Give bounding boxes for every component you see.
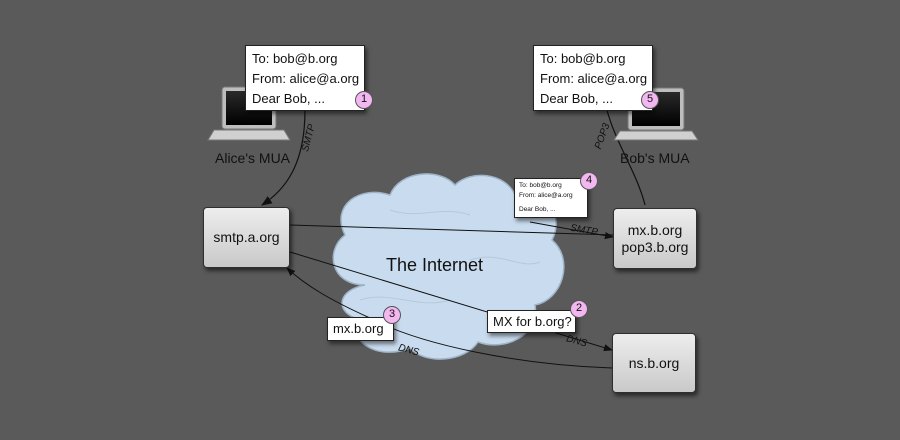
ns-server-label: ns.b.org [628,354,680,371]
email-note-bob: To: bob@b.org From: alice@a.org Dear Bob… [533,45,653,111]
email-to: To: bob@b.org [540,51,626,66]
email-from: From: alice@a.org [540,71,648,86]
email-from: From: alice@a.org [519,192,573,199]
step-badge-4: 4 [580,172,598,190]
smtp-relay-arrow [529,221,614,240]
mx-pop3-server[interactable]: mx.b.org pop3.b.org [613,208,697,269]
alice-mua-label: Alice's MUA [215,150,291,166]
email-to: To: bob@b.org [252,51,338,66]
smtp-upload-arrow [261,109,306,206]
email-body: Dear Bob, ... [252,91,325,106]
step-badge-3: 3 [383,306,401,324]
email-to: To: bob@b.org [519,182,562,189]
step-badge-1: 1 [355,91,373,109]
smtp-relay-line [289,224,616,236]
email-note-transit: To: bob@b.org From: alice@a.org Dear Bob… [514,178,588,218]
step-badge-5: 5 [641,91,659,109]
email-body: Dear Bob, ... [540,91,613,106]
step-badge-2: 2 [570,300,588,318]
dns-query-line [289,251,613,352]
smtp-server[interactable]: smtp.a.org [203,207,290,268]
smtp-server-label: smtp.a.org [213,229,280,245]
mx-answer-text: mx.b.org [333,321,384,336]
email-note-alice: To: bob@b.org From: alice@a.org Dear Bob… [245,45,365,111]
mx-answer-note: mx.b.org [327,317,394,341]
ns-server[interactable]: ns.b.org [612,333,696,393]
mx-server-label: mx.b.org [627,221,683,238]
internet-label: The Internet [386,255,484,275]
pop3-server-label: pop3.b.org [621,238,689,255]
mx-query-note: MX for b.org? [487,310,576,333]
mx-query-text: MX for b.org? [493,314,572,329]
bob-mua-label: Bob's MUA [620,150,690,166]
email-from: From: alice@a.org [252,71,360,86]
email-body: Dear Bob, ... [519,206,556,213]
